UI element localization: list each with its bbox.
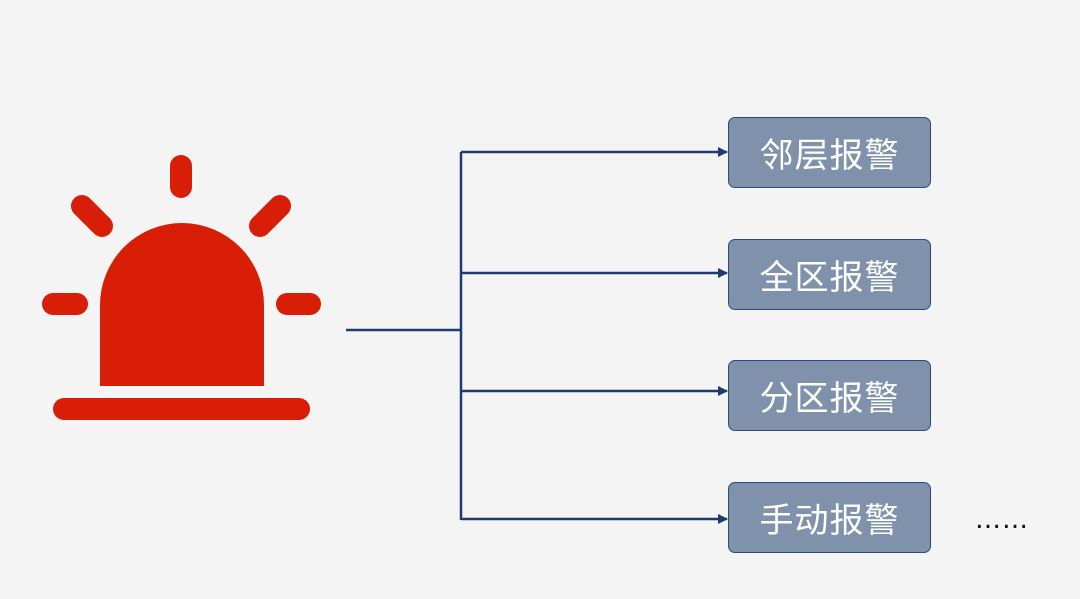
branch-box-zone-alarm: 分区报警 — [728, 360, 931, 431]
branch-label: 邻层报警 — [759, 136, 900, 176]
connector-lines — [346, 147, 728, 524]
alarm-beacon-icon — [42, 155, 321, 420]
branch-label: 分区报警 — [759, 379, 900, 419]
branch-box-all-zone-alarm: 全区报警 — [728, 239, 931, 310]
branch-label: 全区报警 — [759, 258, 900, 298]
branch-box-manual-alarm: 手动报警 — [728, 482, 931, 553]
ellipsis: …… — [975, 505, 1029, 535]
branch-label: 手动报警 — [759, 501, 900, 541]
branch-box-adjacent-floor-alarm: 邻层报警 — [728, 117, 931, 188]
